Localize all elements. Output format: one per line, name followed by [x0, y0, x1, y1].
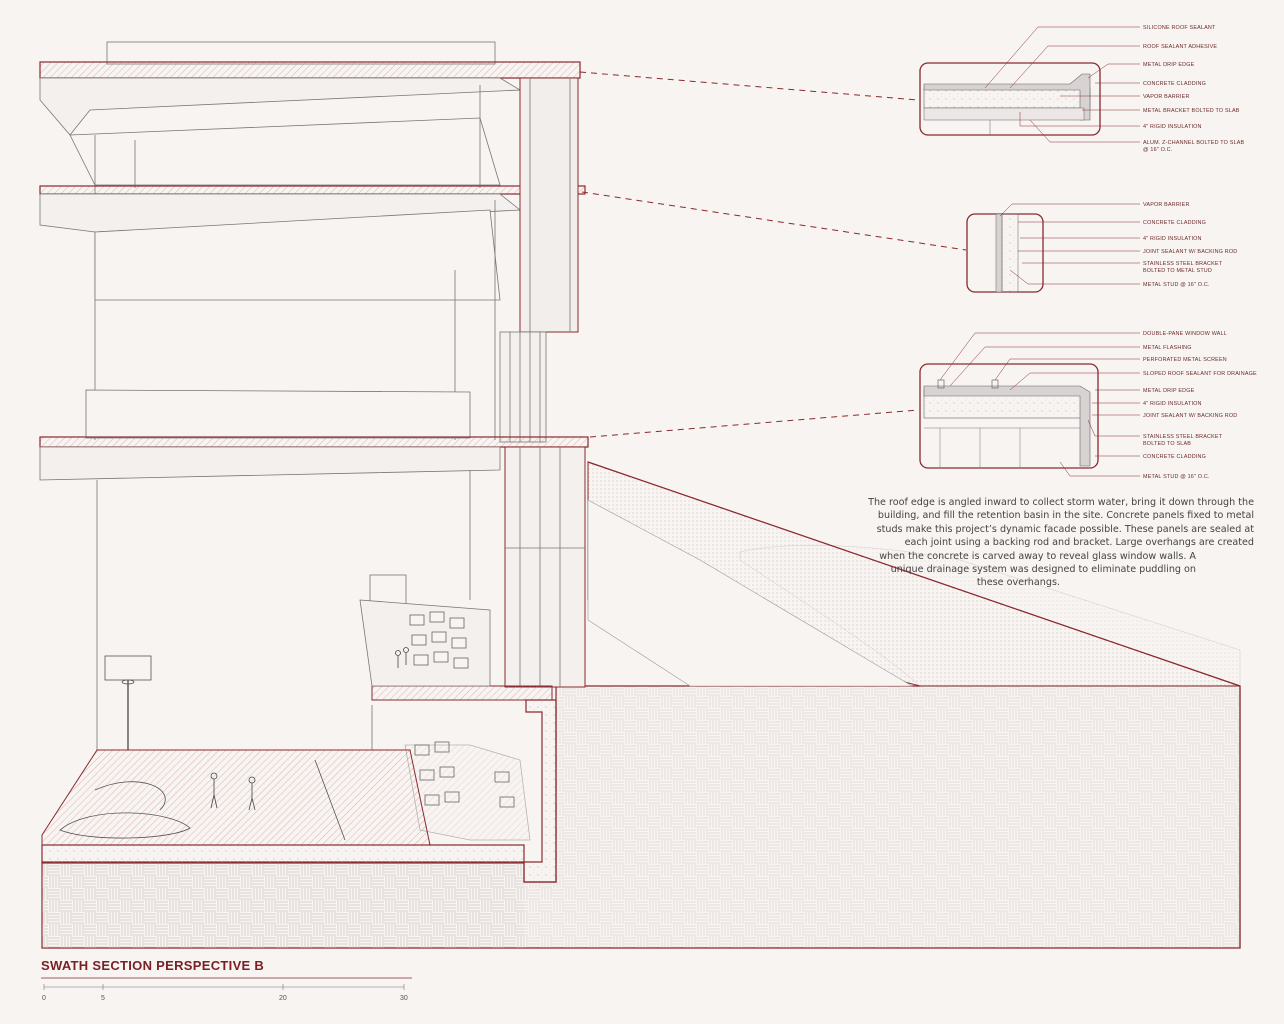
- scale-20: 20: [279, 995, 287, 1002]
- description-line: building, and fill the retention basin i…: [877, 510, 1254, 522]
- scale-0: 0: [42, 995, 46, 1002]
- drawing-title: SWATH SECTION PERSPECTIVE B: [41, 958, 265, 973]
- overhang-label-6: JOINT SEALANT W/ BACKING ROD: [1143, 413, 1237, 419]
- site-landscape: [587, 461, 1241, 948]
- overhang-labels: DOUBLE-PANE WINDOW WALL METAL FLASHING P…: [939, 331, 1257, 480]
- overhang-label-2: PERFORATED METAL SCREEN: [1143, 357, 1227, 363]
- overhang-label-4: METAL DRIP EDGE: [1143, 388, 1195, 394]
- roof-detail: [919, 62, 1101, 136]
- overhang-label-9: CONCRETE CLADDING: [1143, 454, 1206, 460]
- roof-labels: SILICONE ROOF SEALANT ROOF SEALANT ADHES…: [984, 25, 1245, 153]
- wall-label-6: METAL STUD @ 16" O.C.: [1143, 282, 1210, 288]
- wall-detail: [966, 213, 1044, 293]
- roof-label-4: VAPOR BARRIER: [1143, 94, 1190, 100]
- roof-label-1: ROOF SEALANT ADHESIVE: [1143, 44, 1217, 50]
- wall-label-3: JOINT SEALANT W/ BACKING ROD: [1143, 249, 1237, 255]
- overhang-label-3: SLOPED ROOF SEALANT FOR DRAINAGE: [1143, 371, 1257, 377]
- overhang-label-10: METAL STUD @ 16" O.C.: [1143, 474, 1210, 480]
- detail-leaders: [579, 71, 967, 438]
- wall-label-1: CONCRETE CLADDING: [1143, 220, 1206, 226]
- wall-labels: VAPOR BARRIER CONCRETE CLADDING 4" RIGID…: [999, 202, 1237, 288]
- description-line: when the concrete is carved away to reve…: [879, 550, 1196, 562]
- scale-30: 30: [400, 995, 408, 1002]
- description-line: these overhangs.: [976, 577, 1060, 589]
- overhang-label-7: STAINLESS STEEL BRACKET: [1143, 434, 1223, 440]
- building-section: [39, 41, 589, 883]
- description-line: each joint using a backing rod and brack…: [904, 537, 1254, 549]
- description-line: unique drainage system was designed to e…: [890, 564, 1196, 576]
- overhang-label-8: BOLTED TO SLAB: [1143, 441, 1191, 447]
- description-line: studs make this project’s dynamic facade…: [876, 523, 1254, 535]
- wall-label-0: VAPOR BARRIER: [1143, 202, 1190, 208]
- project-description: The roof edge is angled inward to collec…: [868, 496, 1254, 590]
- roof-label-2: METAL DRIP EDGE: [1143, 62, 1195, 68]
- roof-label-6: 4" RIGID INSULATION: [1143, 124, 1202, 130]
- roof-label-5: METAL BRACKET BOLTED TO SLAB: [1143, 108, 1240, 114]
- overhang-label-0: DOUBLE-PANE WINDOW WALL: [1143, 331, 1227, 337]
- wall-label-2: 4" RIGID INSULATION: [1143, 236, 1202, 242]
- scale-bar: [43, 984, 405, 990]
- overhang-detail: [919, 363, 1099, 469]
- roof-label-0: SILICONE ROOF SEALANT: [1143, 25, 1216, 31]
- roof-label-3: CONCRETE CLADDING: [1143, 81, 1206, 87]
- scale-5: 5: [101, 995, 105, 1002]
- ground-mass: [41, 685, 1241, 949]
- overhang-label-5: 4" RIGID INSULATION: [1143, 401, 1202, 407]
- roof-label-7: ALUM. Z-CHANNEL BOLTED TO SLAB: [1143, 140, 1245, 146]
- roof-label-8: @ 16" O.C.: [1143, 147, 1172, 153]
- overhang-label-1: METAL FLASHING: [1143, 345, 1192, 351]
- description-line: The roof edge is angled inward to collec…: [868, 497, 1254, 508]
- wall-label-5: BOLTED TO METAL STUD: [1143, 268, 1212, 274]
- wall-label-4: STAINLESS STEEL BRACKET: [1143, 261, 1223, 267]
